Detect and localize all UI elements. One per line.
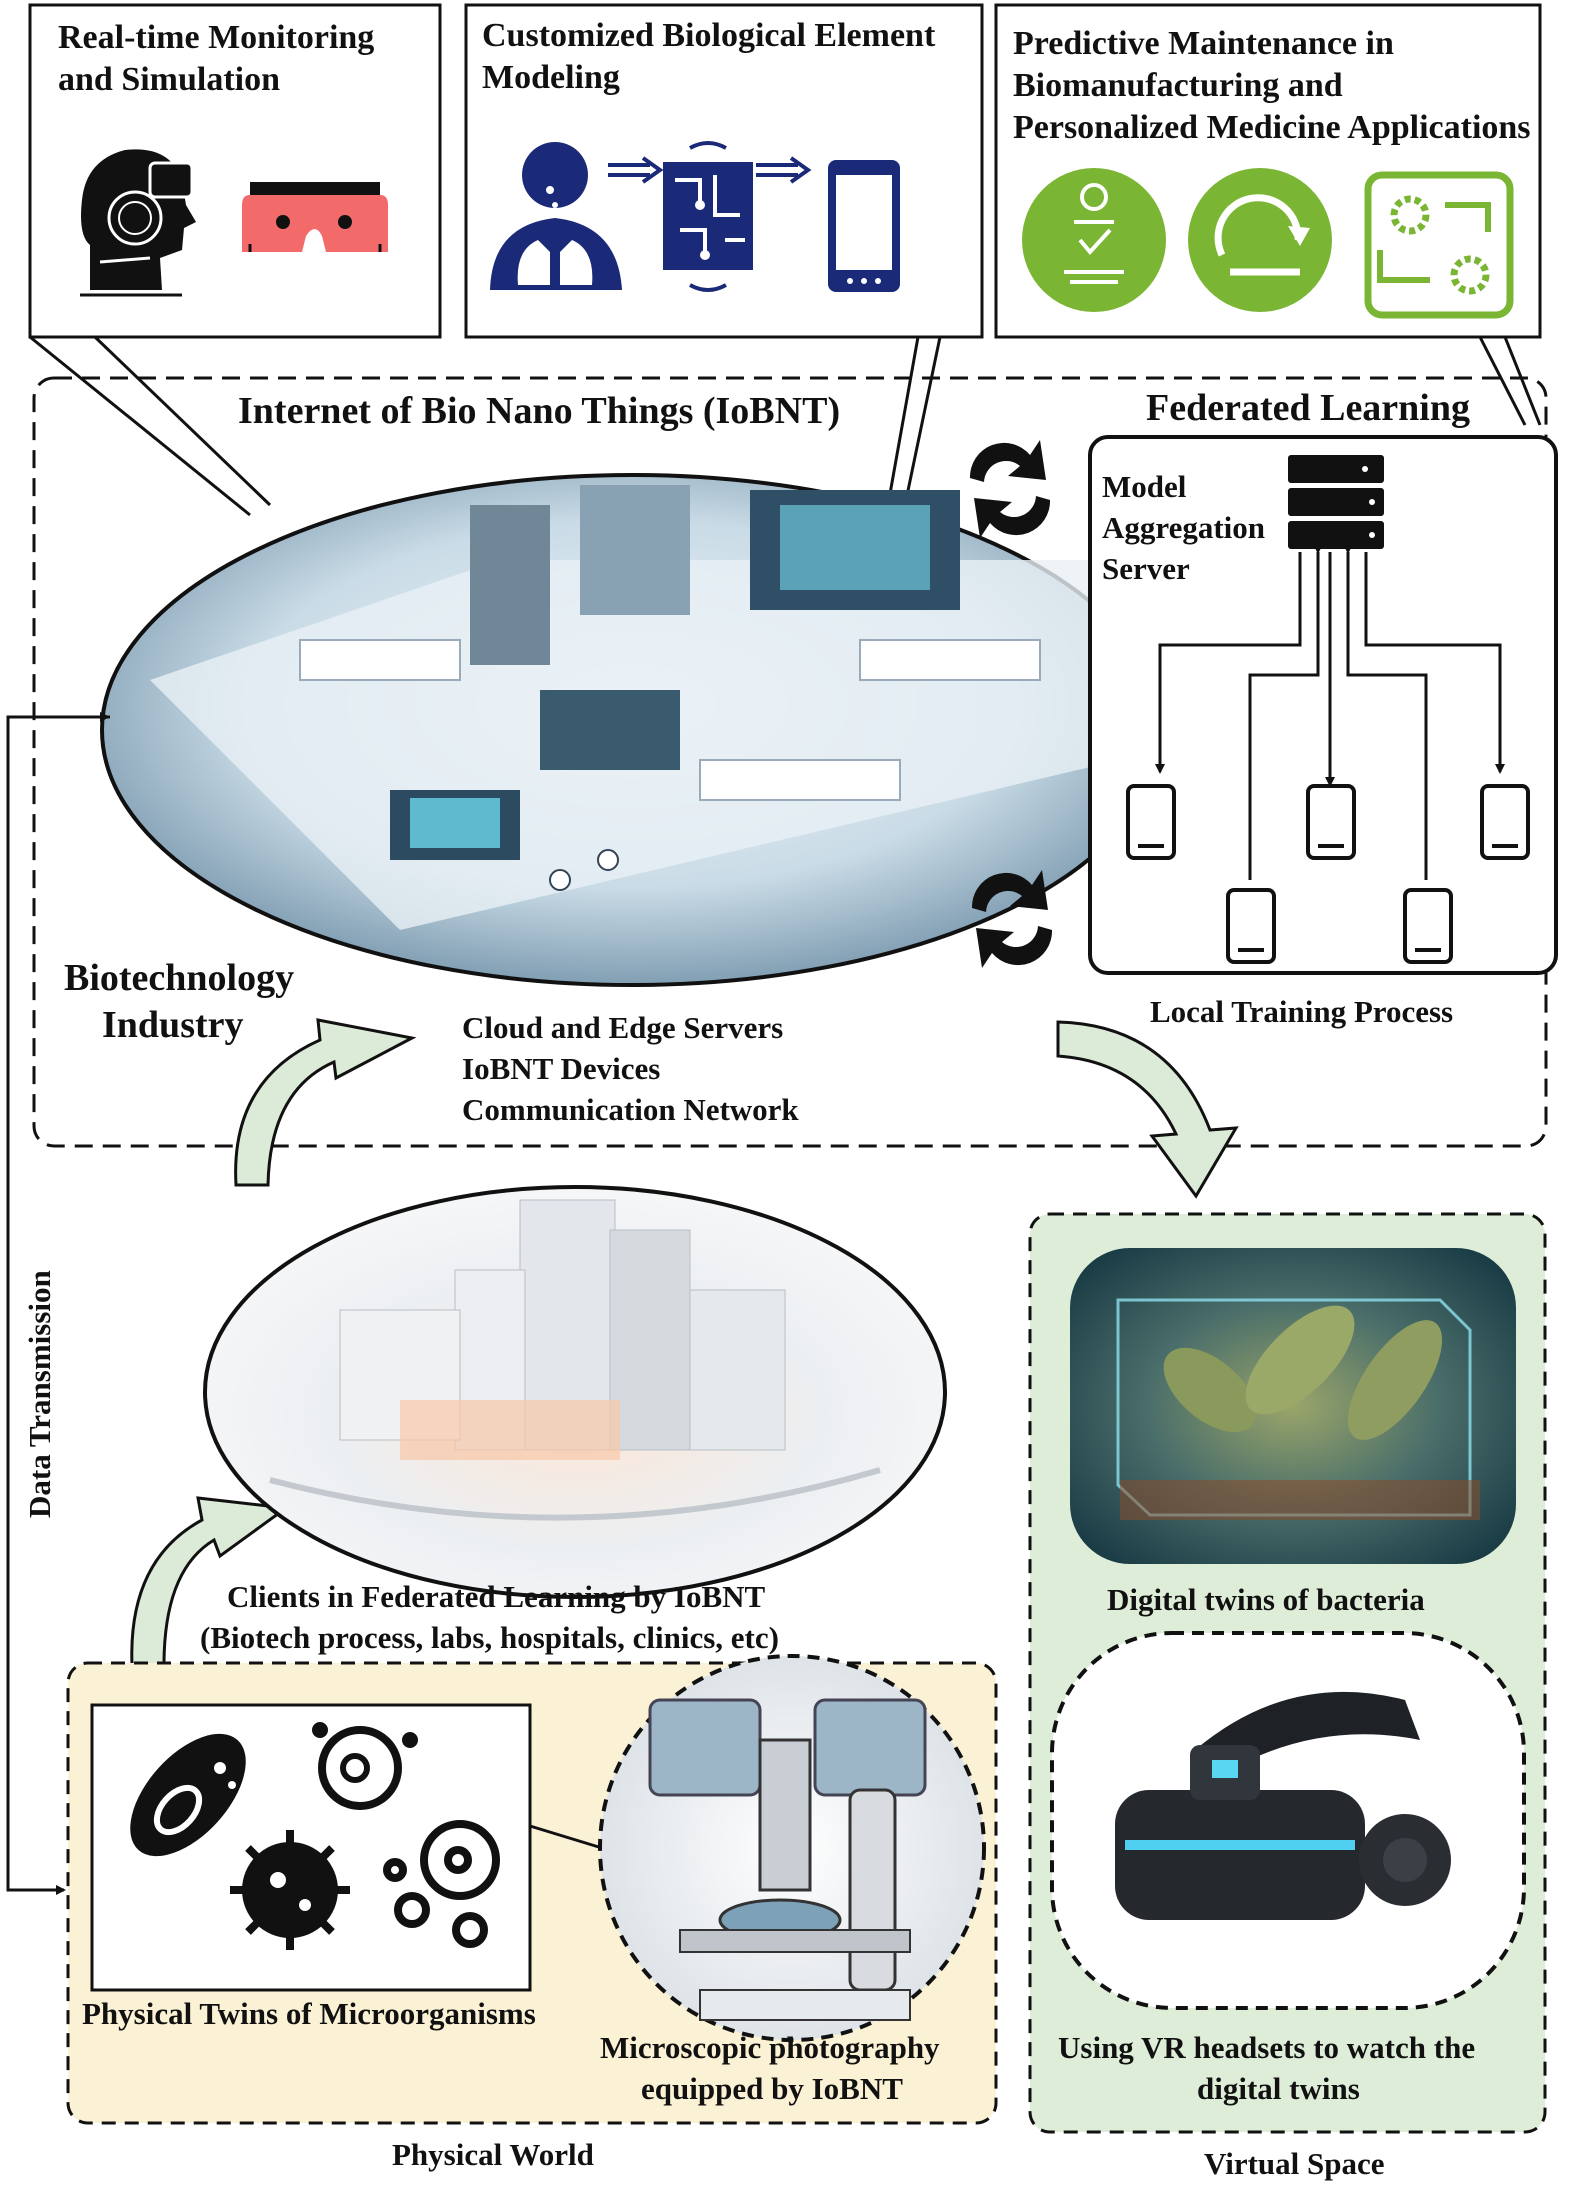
microscope-label-line-2: equipped by IoBNT <box>641 2071 903 2106</box>
component-label-1: Cloud and Edge Servers <box>462 1010 783 1045</box>
bacillus-icon <box>130 1733 246 1857</box>
server-label-line-2: Aggregation <box>1102 510 1265 545</box>
workflow-icon <box>1022 168 1166 312</box>
curved-arrow-iobnt-to-virtual <box>1056 1020 1239 1199</box>
data-transmission-line <box>6 712 110 1895</box>
federated-box: Model Aggregation Server <box>1088 435 1558 975</box>
microorganisms-box <box>90 1703 532 1992</box>
data-transmission-label: Data Transmission <box>22 1270 57 1518</box>
head-vr-icon <box>80 149 196 297</box>
iobnt-title: Internet of Bio Nano Things (IoBNT) <box>238 390 840 432</box>
server-icon <box>1288 455 1384 549</box>
modeling-title-line-2: Modeling <box>482 59 620 96</box>
sync-icon-top <box>969 440 1051 538</box>
gears-cycle-icon <box>1364 171 1514 319</box>
federated-title: Federated Learning <box>1146 387 1470 429</box>
virtual-space-label: Virtual Space <box>1204 2146 1385 2181</box>
amoeba-icon <box>312 1722 418 1810</box>
component-label-3: Communication Network <box>462 1092 799 1127</box>
industry-label-line-1: Biotechnology <box>64 957 294 999</box>
component-label-2: IoBNT Devices <box>462 1051 660 1086</box>
smartphone-icon <box>828 160 900 292</box>
virus-icon <box>230 1830 350 1950</box>
callout-maintenance: Predictive Maintenance in Biomanufacturi… <box>994 3 1542 339</box>
vr-label-line-2: digital twins <box>1197 2071 1360 2106</box>
aggregation-links <box>1155 544 1505 880</box>
modeling-title-line-1: Customized Biological Element <box>482 17 936 54</box>
physical-world-label: Physical World <box>392 2137 594 2172</box>
local-training-label: Local Training Process <box>1150 994 1453 1029</box>
digital-twins-bacteria-label: Digital twins of bacteria <box>1107 1582 1425 1617</box>
vr-label-line-1: Using VR headsets to watch the <box>1058 2030 1475 2065</box>
callout-pointers <box>29 335 1542 517</box>
maintenance-title-line-2: Biomanufacturing and <box>1013 67 1343 104</box>
maintenance-title-line-1: Predictive Maintenance in <box>1013 25 1394 62</box>
industry-label-line-2: Industry <box>102 1004 244 1046</box>
hospital-buildings-image <box>203 1185 947 1599</box>
maintenance-title-line-3: Personalized Medicine Applications <box>1013 109 1531 146</box>
sync-icon-bottom <box>971 870 1053 968</box>
circuit-chip-icon <box>663 141 753 292</box>
vr-goggles-icon <box>242 182 388 252</box>
curved-arrow-clients-to-iobnt <box>234 1018 417 1187</box>
microscope-label-line-1: Microscopic photography <box>600 2030 940 2065</box>
iobnt-region <box>32 376 1548 1148</box>
callout-modeling: Customized Biological Element Modeling <box>464 3 984 339</box>
vr-headset-image <box>1050 1631 1526 2010</box>
human-lungs-icon <box>490 142 622 290</box>
physical-twins-label: Physical Twins of Microorganisms <box>82 1996 536 2031</box>
client-device-icons <box>1126 784 1530 964</box>
monitoring-title-line-1: Real-time Monitoring <box>58 19 374 56</box>
clients-label-line-2: (Biotech process, labs, hospitals, clini… <box>200 1620 779 1655</box>
right-arrow-icon <box>608 156 812 184</box>
microscope-image <box>598 1654 986 2042</box>
monitoring-title-line-2: and Simulation <box>58 61 280 98</box>
twins-to-microscope-pointer <box>529 1824 603 1850</box>
clients-label-line-1: Clients in Federated Learning by IoBNT <box>227 1579 766 1614</box>
cycle-icon <box>1188 168 1332 312</box>
cell-cluster-icon <box>383 1820 500 1948</box>
server-label-line-3: Server <box>1102 551 1190 586</box>
server-label-line-1: Model <box>1102 469 1187 504</box>
biolab-image <box>100 473 1164 987</box>
bacteria-digital-twin-image <box>1070 1248 1516 1564</box>
callout-monitoring: Real-time Monitoring and Simulation <box>28 3 442 339</box>
